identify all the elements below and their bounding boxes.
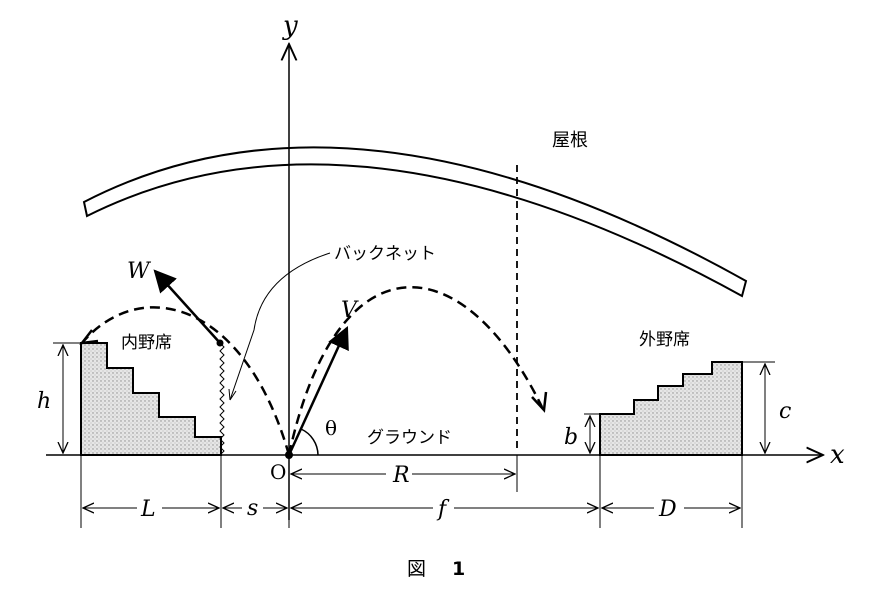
outgoing-trajectory-arrowhead bbox=[531, 391, 548, 413]
origin-label: O bbox=[270, 460, 286, 484]
back-net bbox=[219, 342, 225, 456]
velocity-w-arrow bbox=[153, 269, 221, 344]
b-label: b bbox=[564, 425, 578, 450]
angle-label: θ bbox=[325, 416, 337, 440]
outgoing-trajectory bbox=[287, 285, 544, 456]
velocity-w-label: W bbox=[127, 259, 152, 284]
L-label: L bbox=[140, 497, 156, 522]
ground-label: グラウンド bbox=[367, 428, 452, 448]
infield-seats-label: 内野席 bbox=[121, 333, 172, 353]
roof bbox=[82, 146, 748, 298]
s-label: s bbox=[247, 496, 258, 521]
outfield-seats bbox=[599, 361, 743, 456]
f-label: f bbox=[436, 497, 450, 522]
angle-arc bbox=[300, 428, 319, 456]
outfield-seats-label: 外野席 bbox=[639, 330, 690, 350]
figure-caption-prefix: 図 bbox=[407, 558, 426, 580]
backnet-leader-arrowhead bbox=[228, 388, 237, 401]
c-label: c bbox=[779, 399, 791, 424]
R-label: R bbox=[392, 463, 410, 488]
D-label: D bbox=[658, 497, 677, 522]
x-axis-label: x bbox=[830, 440, 845, 470]
h-label: h bbox=[37, 389, 51, 414]
reflected-trajectory-arrowhead bbox=[79, 329, 99, 345]
reflected-trajectory bbox=[81, 306, 291, 456]
backnet-label: バックネット bbox=[334, 244, 436, 264]
figure-caption-number: 1 bbox=[452, 558, 465, 580]
velocity-v-label: V bbox=[341, 298, 359, 323]
backnet-leader-line bbox=[229, 252, 331, 401]
roof-label: 屋根 bbox=[552, 130, 588, 151]
y-axis-label: y bbox=[282, 11, 298, 41]
infield-seats bbox=[80, 342, 222, 456]
velocity-v-arrow bbox=[287, 325, 349, 456]
